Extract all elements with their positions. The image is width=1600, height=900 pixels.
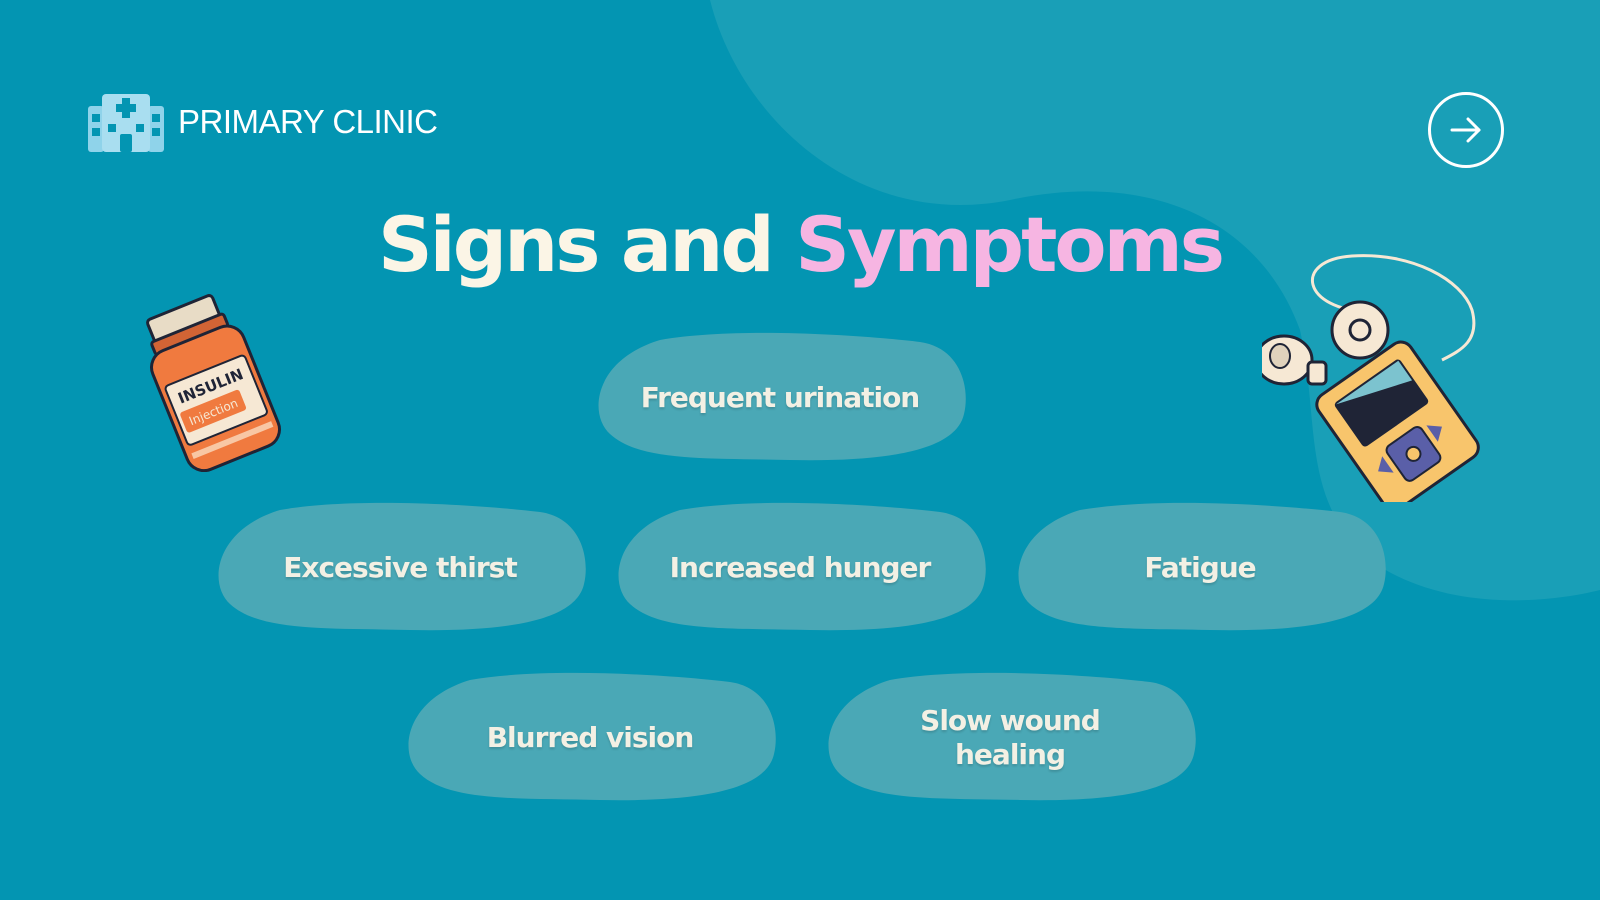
arrow-right-icon xyxy=(1450,117,1481,143)
symptom-slow-wound-healing: Slow wound healing xyxy=(820,670,1200,806)
symptom-excessive-thirst: Excessive thirst xyxy=(210,500,590,636)
symptom-fatigue: Fatigue xyxy=(1010,500,1390,636)
pill-shape xyxy=(218,502,586,631)
symptom-label: Slow wound healing xyxy=(920,704,1101,771)
pill-shape xyxy=(598,332,966,461)
symptom-increased-hunger: Increased hunger xyxy=(610,500,990,636)
symptom-blurred-vision: Blurred vision xyxy=(400,670,780,806)
insulin-bottle-icon: INSULIN Injection xyxy=(146,294,281,472)
next-button[interactable] xyxy=(1428,92,1504,168)
pill-shape xyxy=(408,672,776,801)
symptom-label: Fatigue xyxy=(1144,551,1256,584)
brand: PRIMARY CLINIC xyxy=(88,90,438,154)
title-part-2: Symptoms xyxy=(795,200,1225,289)
brand-name: PRIMARY CLINIC xyxy=(178,103,438,140)
symptom-label: Increased hunger xyxy=(669,551,932,584)
hospital-building-icon xyxy=(88,94,164,152)
title-part-1: Signs and xyxy=(377,200,775,289)
symptom-label: Excessive thirst xyxy=(283,551,517,584)
page-title: Signs and Symptoms xyxy=(0,190,1600,300)
insulin-pump-icon xyxy=(1262,254,1480,502)
pill-shape xyxy=(828,672,1196,801)
symptom-label: Blurred vision xyxy=(486,721,695,754)
symptom-label: Frequent urination xyxy=(640,381,920,414)
pill-shape xyxy=(618,502,986,631)
symptom-frequent-urination: Frequent urination xyxy=(590,330,970,466)
pill-shape xyxy=(1018,502,1386,631)
